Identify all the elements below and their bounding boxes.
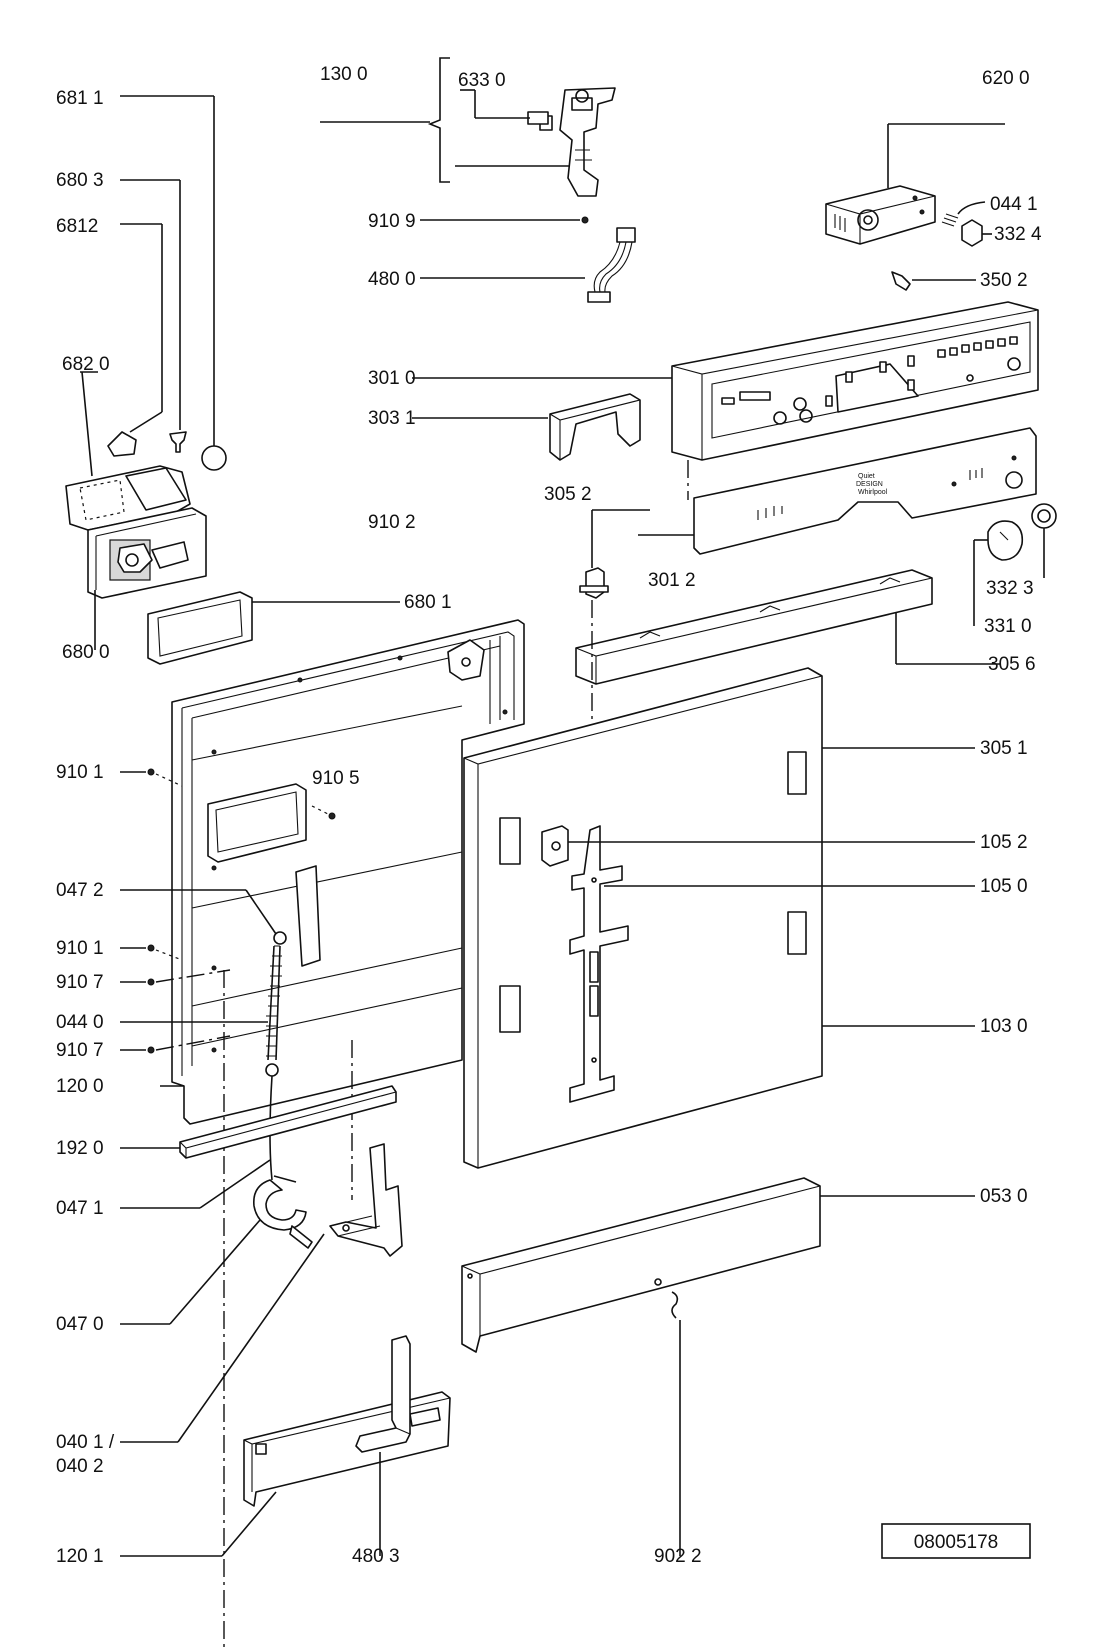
control-panel-301-0: [412, 301, 1039, 461]
label-332-3: 332 3: [986, 578, 1034, 599]
screw-910-9: [420, 216, 589, 224]
label-480-0: 480 0: [368, 269, 416, 290]
hinge-lever-047-0: [253, 1175, 313, 1249]
hinge-arm-040: [329, 1143, 403, 1257]
kickplate-053-0: [461, 1177, 975, 1353]
label-120-1: 120 1: [56, 1546, 104, 1567]
screw-902-2: [671, 1291, 681, 1556]
gasket-680-1: [147, 591, 400, 665]
label-910-7-upper: 910 7: [56, 972, 104, 993]
bracket-130-0: [320, 57, 570, 183]
screw-910-1-lower: [120, 944, 183, 961]
leader-047-0: [120, 1219, 261, 1325]
strip-192-0: [120, 1085, 397, 1159]
part-labels: 130 0 633 0 620 0 681 1 680 3 6812 682 0…: [56, 64, 1042, 1567]
svg-text:Quiet: Quiet: [858, 473, 875, 480]
hinge-switch-assembly: [527, 87, 616, 197]
spring-044-0: [120, 931, 287, 1077]
label-047-1: 047 1: [56, 1198, 104, 1219]
label-350-2: 350 2: [980, 270, 1028, 291]
label-040-2: 040 2: [56, 1456, 104, 1477]
label-6812: 6812: [56, 216, 98, 237]
label-301-0: 301 0: [368, 368, 416, 389]
drawing-number-box: 08005178: [881, 1523, 1031, 1559]
label-301-2: 301 2: [648, 570, 696, 591]
rail-305-6: [575, 569, 1000, 685]
leader-040-1: [120, 1233, 325, 1443]
label-047-0: 047 0: [56, 1314, 104, 1335]
label-305-2: 305 2: [544, 484, 592, 505]
label-682-0: 682 0: [62, 354, 110, 375]
label-040-1: 040 1 /: [56, 1432, 115, 1453]
clip-680-3: [120, 179, 187, 453]
drawing-number: 08005178: [914, 1532, 999, 1553]
label-103-0: 103 0: [980, 1016, 1028, 1037]
catch-105-2: [541, 825, 975, 867]
label-680-0: 680 0: [62, 642, 110, 663]
label-305-1: 305 1: [980, 738, 1028, 759]
label-305-6: 305 6: [988, 654, 1036, 675]
dash-hinge-line: [223, 970, 353, 1647]
label-910-5: 910 5: [312, 768, 360, 789]
label-332-4: 332 4: [994, 224, 1042, 245]
svg-text:DESIGN: DESIGN: [856, 481, 883, 488]
seal-681-1: [120, 95, 227, 471]
screw-910-7-upper: [120, 969, 231, 986]
label-680-1: 680 1: [404, 592, 452, 613]
label-902-2: 902 2: [654, 1546, 702, 1567]
knob-331-0: [973, 520, 1024, 626]
leader-047-1: [120, 1159, 271, 1209]
spring-044-1: [941, 201, 986, 227]
label-910-1-lower: 910 1: [56, 938, 104, 959]
knob-332-4: [961, 219, 992, 247]
label-130-0: 130 0: [320, 64, 368, 85]
dispenser-680-0: [65, 465, 207, 650]
inner-door-120-0: [160, 619, 525, 1125]
screw-910-7-lower: [120, 1035, 231, 1054]
label-105-0: 105 0: [980, 876, 1028, 897]
label-192-0: 192 0: [56, 1138, 104, 1159]
wiring-harness-480-0: [420, 227, 636, 303]
screw-910-1-upper: [120, 768, 183, 787]
screw-910-5: [311, 805, 336, 820]
label-053-0: 053 0: [980, 1186, 1028, 1207]
knob-332-3: [1031, 503, 1057, 578]
label-620-0: 620 0: [982, 68, 1030, 89]
control-module-620-0: [825, 123, 1005, 245]
label-120-0: 120 0: [56, 1076, 104, 1097]
label-303-1: 303 1: [368, 408, 416, 429]
lid-682-0: [80, 371, 98, 477]
label-105-2: 105 2: [980, 832, 1028, 853]
label-480-3: 480 3: [352, 1546, 400, 1567]
label-331-0: 331 0: [984, 616, 1032, 637]
door-outer-panel-103-0: [463, 667, 975, 1169]
svg-text:Whirlpool: Whirlpool: [858, 489, 888, 496]
flap-6812: [107, 223, 163, 457]
handle-303-1: [412, 393, 641, 461]
label-633-0: 633 0: [458, 70, 506, 91]
label-910-2: 910 2: [368, 512, 416, 533]
label-910-9: 910 9: [368, 211, 416, 232]
label-910-7-lower: 910 7: [56, 1040, 104, 1061]
label-044-1: 044 1: [990, 194, 1038, 215]
label-047-2: 047 2: [56, 880, 104, 901]
front-cover-301-2: Quiet DESIGN Whirlpool: [638, 427, 1037, 555]
label-044-0: 044 0: [56, 1012, 104, 1033]
label-680-3: 680 3: [56, 170, 104, 191]
clip-350-2: [891, 271, 976, 291]
brace-480-3: [355, 1335, 411, 1556]
label-910-1-upper: 910 1: [56, 762, 104, 783]
label-681-1: 681 1: [56, 88, 104, 109]
lock-bracket-105-0: [569, 825, 975, 1103]
